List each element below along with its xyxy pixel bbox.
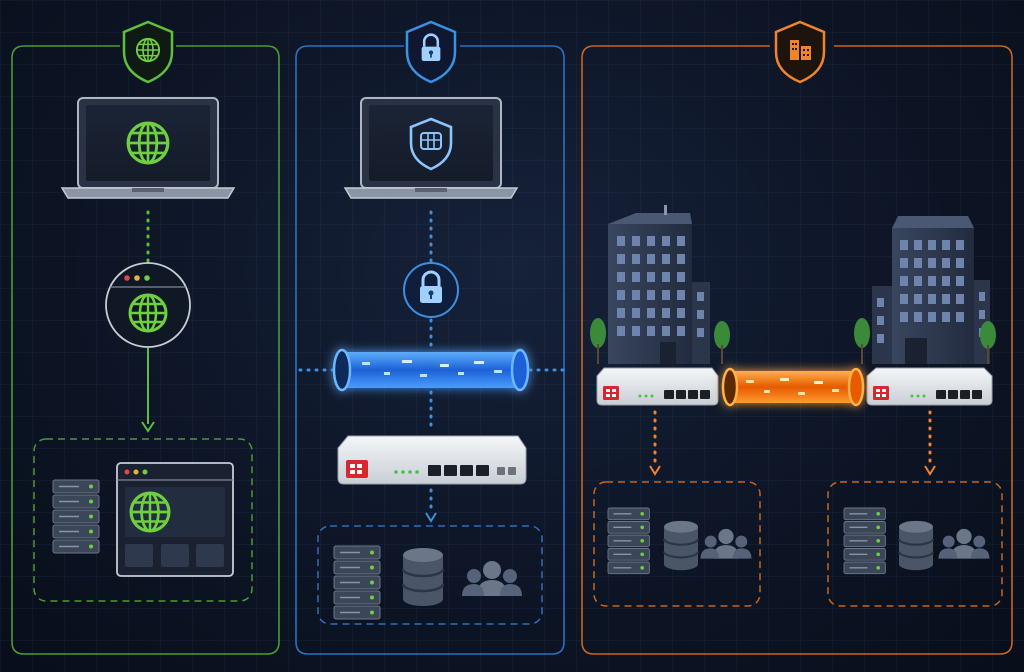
firewall-appliance-left bbox=[596, 367, 719, 406]
lock-icon bbox=[403, 262, 459, 318]
server-rack-icon bbox=[843, 507, 887, 575]
server-rack-icon bbox=[333, 545, 381, 620]
firewall-appliance bbox=[337, 435, 527, 485]
laptop-globe-icon bbox=[61, 97, 235, 199]
users-icon bbox=[938, 528, 990, 559]
site-b-resources-zone bbox=[827, 481, 1003, 607]
office-building-right bbox=[854, 216, 996, 364]
users-icon bbox=[700, 528, 752, 559]
globe-badge-icon bbox=[122, 20, 174, 84]
arrow-head bbox=[924, 465, 936, 476]
office-building-left bbox=[590, 205, 730, 364]
browser-globe-icon bbox=[105, 262, 191, 348]
database-icon bbox=[897, 519, 935, 572]
server-rack-icon bbox=[52, 479, 100, 554]
site-a-resources-zone bbox=[593, 481, 761, 607]
encrypted-tunnel bbox=[332, 348, 530, 392]
server-rack-icon bbox=[607, 507, 651, 575]
panel-public-internet bbox=[11, 20, 280, 655]
database-icon bbox=[401, 546, 445, 608]
laptop-shield-icon bbox=[344, 97, 518, 199]
lock-badge-icon bbox=[405, 20, 457, 84]
encrypted-tunnel bbox=[721, 367, 865, 407]
web-app-window-icon bbox=[116, 462, 234, 577]
arrow-head bbox=[649, 465, 661, 476]
arrow-head bbox=[141, 421, 155, 433]
panel-remote-vpn bbox=[295, 20, 568, 655]
users-icon bbox=[462, 561, 522, 596]
panel-site-to-site bbox=[581, 20, 1013, 655]
internal-resources-zone bbox=[317, 525, 543, 625]
building-badge-icon bbox=[774, 20, 826, 84]
arrow-head bbox=[425, 512, 437, 523]
firewall-appliance-right bbox=[866, 367, 993, 406]
hosted-services-zone bbox=[33, 438, 253, 602]
database-icon bbox=[662, 519, 700, 572]
